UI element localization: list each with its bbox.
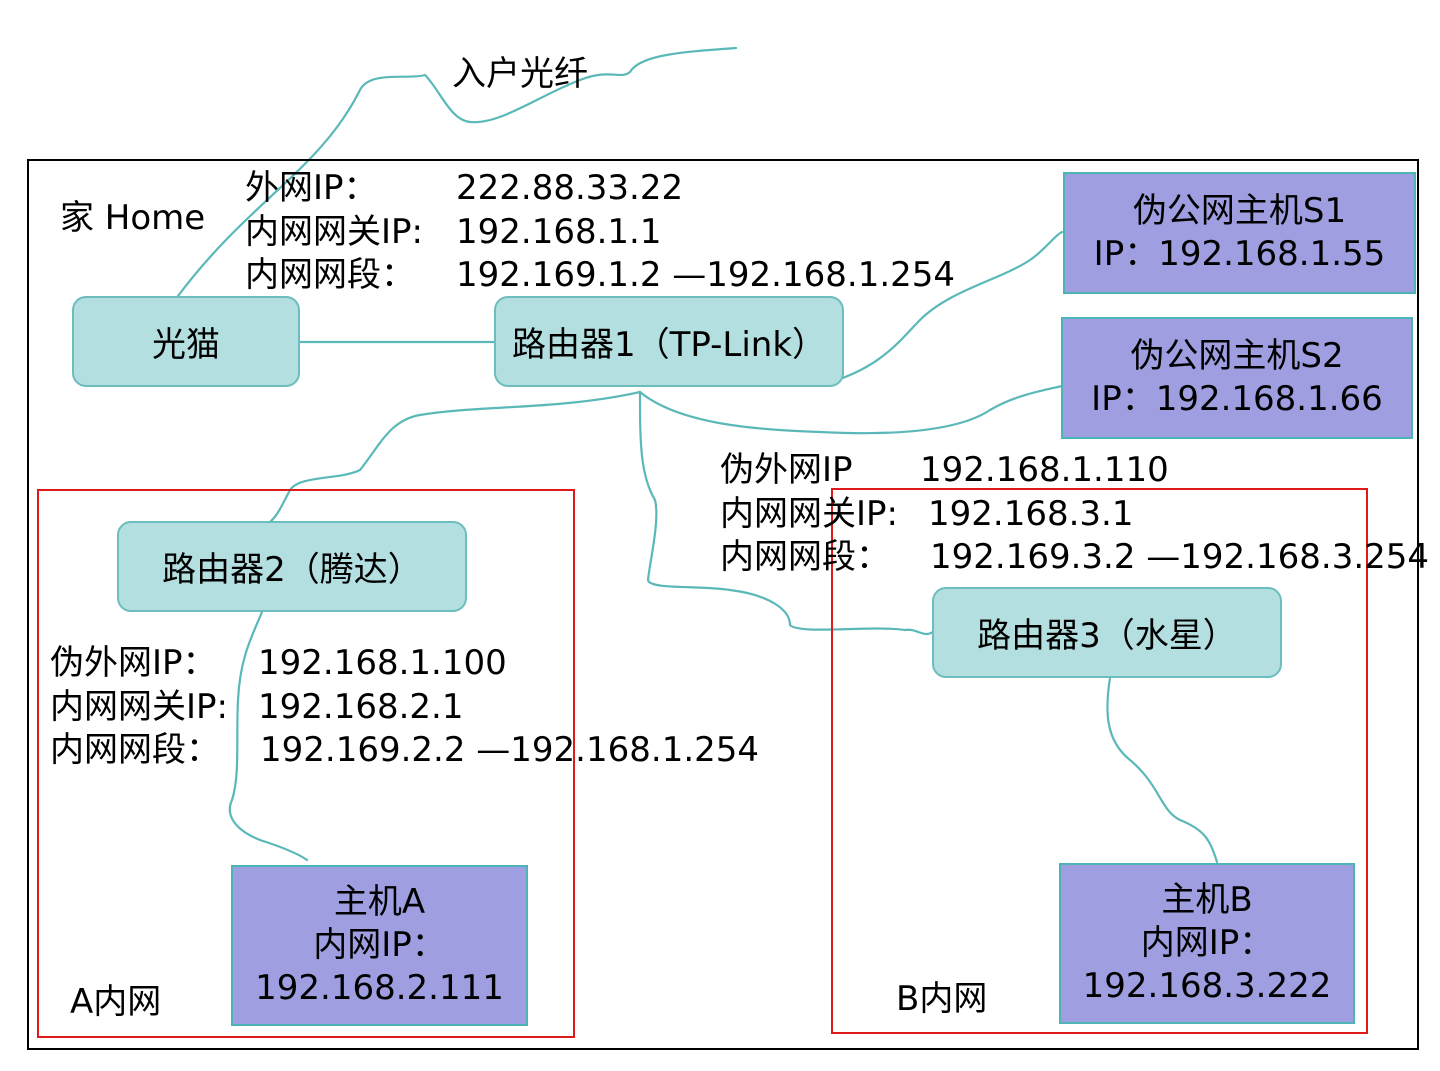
router1-wan-value: 222.88.33.22: [456, 168, 684, 208]
router3-range-value: 192.169.3.2 —192.168.3.254: [930, 537, 1430, 577]
optical-modem-label: 光猫: [152, 325, 220, 365]
router-2[interactable]: 路由器2（腾达）: [117, 521, 467, 612]
host-a-ip: 192.168.2.111: [255, 968, 504, 1008]
fiber-cable: [176, 46, 738, 298]
home-boundary: [27, 159, 1419, 1050]
wire-router2-hostA: [228, 610, 309, 862]
host-s1[interactable]: 伪公网主机S1 IP：192.168.1.55: [1063, 172, 1416, 294]
router1-gw-value: 192.168.1.1: [456, 212, 662, 252]
router1-range-value: 192.169.1.2 —192.168.1.254: [456, 255, 956, 295]
router3-gw-label: 内网网关IP:: [720, 494, 898, 534]
router2-range-label: 内网网段：: [50, 730, 220, 770]
host-s2-ip: IP：192.168.1.66: [1091, 379, 1383, 419]
router-3[interactable]: 路由器3（水星）: [932, 587, 1282, 678]
host-s1-title: 伪公网主机S1: [1132, 191, 1347, 231]
wire-router1-router3: [638, 390, 937, 636]
router1-gw-label: 内网网关IP:: [245, 212, 423, 252]
router-1-label: 路由器1（TP-Link）: [511, 325, 827, 365]
router2-gw-value: 192.168.2.1: [258, 687, 464, 727]
wire-router1-s2: [638, 384, 1064, 435]
router2-gw-label: 内网网关IP:: [50, 687, 228, 727]
subnet-a-label: A内网: [70, 982, 162, 1022]
wire-router1-router2: [268, 390, 642, 524]
optical-modem[interactable]: 光猫: [72, 296, 300, 387]
router1-wan-label: 外网IP：: [245, 168, 378, 208]
subnet-b-label: B内网: [896, 979, 988, 1019]
host-a-ip-label: 内网IP：: [313, 925, 446, 965]
host-s2-title: 伪公网主机S2: [1130, 336, 1344, 376]
wire-router3-hostB: [1106, 676, 1219, 864]
host-b-title: 主机B: [1161, 880, 1253, 920]
router2-wan-label: 伪外网IP：: [50, 643, 217, 683]
router2-wan-value: 192.168.1.100: [258, 643, 507, 683]
router-3-label: 路由器3（水星）: [977, 616, 1237, 656]
wire-router1-s1: [818, 230, 1064, 387]
home-label: 家 Home: [60, 198, 206, 238]
host-a[interactable]: 主机A 内网IP： 192.168.2.111: [231, 865, 528, 1026]
host-b[interactable]: 主机B 内网IP： 192.168.3.222: [1059, 863, 1355, 1024]
subnet-a-boundary: [37, 489, 575, 1038]
router3-range-label: 内网网段：: [720, 537, 890, 577]
fiber-label: 入户光纤: [452, 54, 588, 94]
host-a-title: 主机A: [333, 882, 426, 922]
router3-wan-value: 192.168.1.110: [920, 450, 1169, 490]
router-1[interactable]: 路由器1（TP-Link）: [494, 296, 844, 387]
host-b-ip: 192.168.3.222: [1082, 966, 1332, 1006]
host-s2[interactable]: 伪公网主机S2 IP：192.168.1.66: [1061, 317, 1413, 439]
router-2-label: 路由器2（腾达）: [162, 550, 422, 590]
subnet-b-boundary: [831, 488, 1368, 1034]
router3-wan-label: 伪外网IP: [720, 450, 853, 490]
host-s1-ip: IP：192.168.1.55: [1093, 234, 1386, 274]
host-b-ip-label: 内网IP：: [1140, 923, 1274, 963]
router1-range-label: 内网网段：: [245, 255, 415, 295]
router2-range-value: 192.169.2.2 —192.168.1.254: [260, 730, 760, 770]
router3-gw-value: 192.168.3.1: [928, 494, 1134, 534]
